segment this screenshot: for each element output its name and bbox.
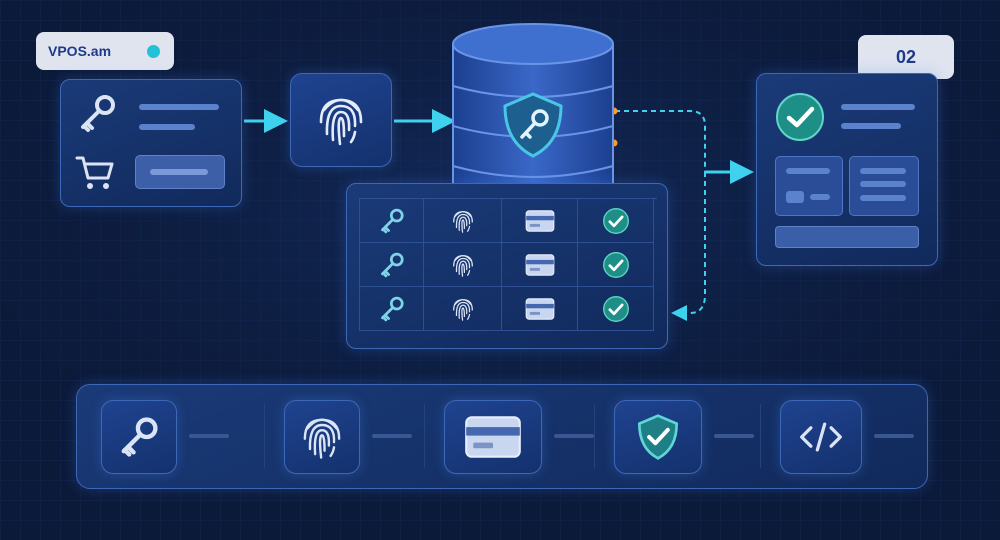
text-line [786,168,830,174]
text-line [841,123,901,129]
chip [786,191,804,203]
input-placeholder-line [150,169,208,175]
connector-line [372,434,412,438]
input-field[interactable] [135,155,225,189]
fingerprint-icon [319,98,363,146]
table-cell [360,199,424,243]
text-line [860,181,906,187]
check-icon [601,294,631,324]
table-cell [578,243,654,287]
table-cell [502,243,578,287]
confirmation-panel [756,73,938,266]
card-icon [462,406,524,468]
key-icon [81,95,115,132]
brand-name: VPOS.am [48,43,112,59]
key-icon [377,294,407,324]
text-line [841,104,915,110]
table-cell [578,199,654,243]
connector-line [554,434,594,438]
table-cell [424,287,502,331]
card-icon [524,293,556,325]
table-cell [502,287,578,331]
info-card [775,156,843,216]
table-cell [360,287,424,331]
table-grid [359,198,657,331]
card-icon [524,205,556,237]
feature-tile [444,400,542,474]
dashed-arrow-database-to-result [615,110,706,172]
separator [760,404,761,468]
fingerprint-scan-tile [290,73,392,167]
text-line [810,194,830,200]
shield-check-icon [634,413,682,461]
key-icon [377,206,407,236]
check-icon [601,206,631,236]
text-line [860,195,906,201]
text-line [139,104,219,110]
check-icon [601,250,631,280]
confirm-button[interactable] [775,226,919,248]
check-circle-icon [776,93,824,141]
separator [424,404,425,468]
separator [264,404,265,468]
table-cell [578,287,654,331]
separator [594,404,595,468]
fingerprint-icon [450,296,476,322]
table-cell [502,199,578,243]
shield-key-icon [503,92,563,158]
connector-line [874,434,914,438]
fingerprint-icon [298,413,346,461]
feature-tile [284,400,360,474]
text-line [860,168,906,174]
records-table [346,183,668,349]
key-icon [115,413,163,461]
brand-dot [147,44,160,58]
fingerprint-icon [450,208,476,234]
code-icon [798,414,844,460]
database-icon [452,23,614,190]
text-line [139,124,195,130]
feature-tile [101,400,177,474]
key-icon [377,250,407,280]
table-cell [424,243,502,287]
connector-line [714,434,754,438]
connector-line [189,434,229,438]
step-number: 02 [895,46,917,67]
feature-tile [614,400,702,474]
cart-icon [75,156,114,189]
table-cell [360,243,424,287]
info-card [849,156,919,216]
step-badge: 02 [858,35,954,79]
table-cell [424,199,502,243]
brand-badge: VPOS.am [36,32,174,70]
feature-tile [780,400,862,474]
card-icon [524,249,556,281]
fingerprint-icon [450,252,476,278]
dashed-arrow-back-to-table [671,172,706,321]
left-login-panel [60,79,242,207]
